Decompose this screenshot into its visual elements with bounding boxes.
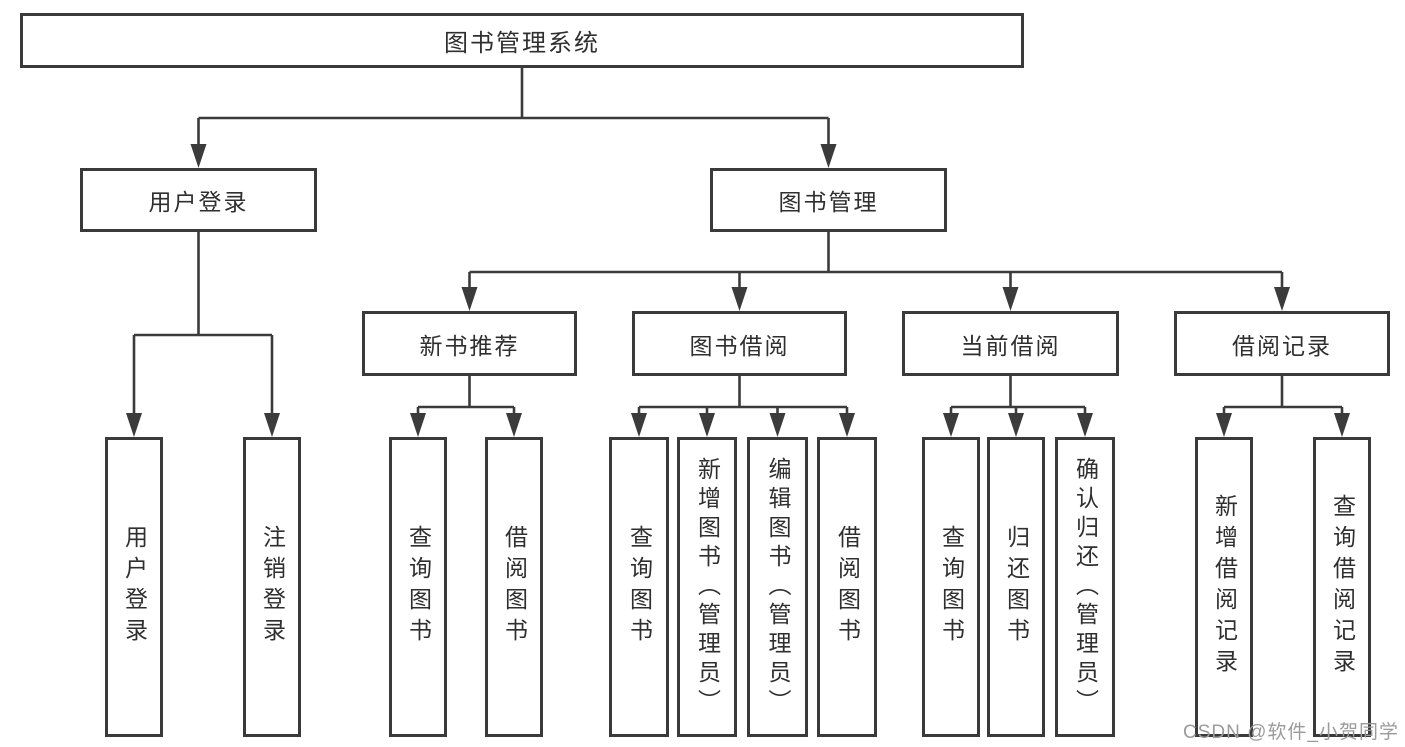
leaf-logout-login-label: 注销登录 (259, 525, 286, 649)
node-new-book-recommend: 新书推荐 (362, 311, 577, 376)
leaf-records-add-record-label: 新增借阅记录 (1211, 494, 1238, 680)
node-book-management: 图书管理 (710, 168, 947, 232)
leaf-logout-login: 注销登录 (243, 437, 301, 737)
leaf-borrow-borrow-book-label: 借阅图书 (834, 525, 861, 649)
leaf-current-confirm-return-admin-label: 确认归还（管理员） (1072, 456, 1099, 718)
leaf-current-query-book-label: 查询图书 (938, 525, 965, 649)
node-current-borrow-label: 当前借阅 (960, 332, 1061, 359)
leaf-newrec-query-book-label: 查询图书 (405, 525, 432, 649)
node-borrow-records: 借阅记录 (1174, 311, 1390, 376)
leaf-borrow-edit-book-admin-label: 编辑图书（管理员） (765, 456, 791, 718)
leaf-borrow-add-book-admin-label: 新增图书（管理员） (694, 456, 721, 718)
node-book-borrow: 图书借阅 (632, 311, 847, 376)
node-library-system: 图书管理系统 (20, 13, 1024, 68)
node-book-management-label: 图书管理 (778, 189, 879, 215)
leaf-borrow-query-book-label: 查询图书 (626, 525, 653, 649)
leaf-borrow-add-book-admin: 新增图书（管理员） (677, 437, 737, 737)
node-current-borrow: 当前借阅 (902, 311, 1119, 376)
leaf-current-return-book: 归还图书 (987, 437, 1045, 737)
leaf-current-confirm-return-admin: 确认归还（管理员） (1055, 437, 1115, 737)
leaf-newrec-query-book: 查询图书 (389, 437, 447, 737)
leaf-current-query-book: 查询图书 (922, 437, 980, 737)
leaf-user-login: 用户登录 (105, 437, 163, 737)
leaf-records-query-record: 查询借阅记录 (1313, 437, 1371, 737)
node-borrow-records-label: 借阅记录 (1232, 332, 1332, 359)
node-book-borrow-label: 图书借阅 (689, 332, 790, 359)
leaf-borrow-borrow-book: 借阅图书 (817, 437, 877, 737)
leaf-borrow-query-book: 查询图书 (609, 437, 669, 737)
leaf-borrow-edit-book-admin: 编辑图书（管理员） (747, 437, 808, 737)
node-user-login: 用户登录 (80, 168, 317, 232)
node-user-login-label: 用户登录 (148, 189, 249, 215)
leaf-newrec-borrow-book: 借阅图书 (485, 437, 543, 737)
node-library-system-label: 图书管理系统 (444, 30, 600, 57)
leaf-newrec-borrow-book-label: 借阅图书 (501, 525, 528, 649)
leaf-records-add-record: 新增借阅记录 (1195, 437, 1253, 737)
csdn-watermark: CSDN @软件_小贺同学 (1183, 722, 1399, 743)
leaf-user-login-label: 用户登录 (121, 525, 148, 649)
arrowheads (126, 144, 1350, 437)
leaf-records-query-record-label: 查询借阅记录 (1329, 494, 1356, 680)
leaf-current-return-book-label: 归还图书 (1003, 525, 1030, 649)
node-new-book-recommend-label: 新书推荐 (419, 332, 520, 359)
